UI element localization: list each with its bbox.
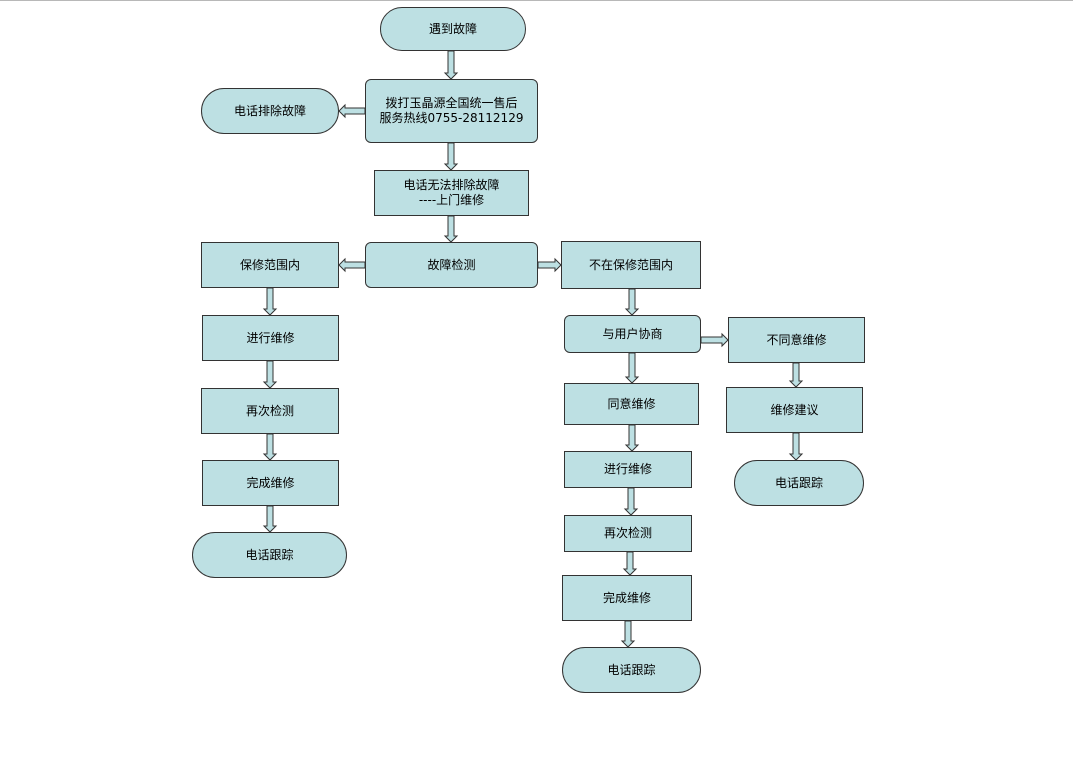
- node-start-label: 遇到故障: [428, 21, 477, 36]
- node-suggestion: 维修建议: [726, 387, 863, 433]
- arrow-in-warranty-to-repair: [262, 287, 278, 316]
- arrow-out-warranty-to-negotiate: [624, 288, 640, 316]
- node-left-recheck-label: 再次检测: [245, 403, 294, 418]
- arrow-check-to-in-warranty: [338, 257, 366, 273]
- node-mid-repair: 进行维修: [564, 451, 692, 488]
- node-mid-complete: 完成维修: [562, 575, 692, 621]
- node-negotiate: 与用户协商: [564, 315, 701, 353]
- top-divider: [0, 0, 1073, 1]
- node-left-complete-label: 完成维修: [246, 475, 295, 490]
- node-mid-repair-label: 进行维修: [603, 462, 652, 476]
- arrow-check-to-out-warranty: [537, 257, 562, 273]
- node-disagree-label: 不同意维修: [766, 332, 827, 347]
- node-fault-check-label: 故障检测: [427, 257, 476, 272]
- node-negotiate-label: 与用户协商: [602, 326, 663, 341]
- node-fault-check: 故障检测: [365, 242, 538, 288]
- node-phone-resolve: 电话排除故障: [201, 88, 339, 134]
- node-left-repair-label: 进行维修: [246, 330, 295, 345]
- node-right-followup-label: 电话跟踪: [774, 475, 823, 490]
- node-left-complete: 完成维修: [202, 460, 339, 506]
- arrow-mid-repair-to-recheck: [623, 487, 639, 516]
- node-mid-recheck-label: 再次检测: [603, 526, 652, 540]
- node-left-followup-label: 电话跟踪: [245, 547, 294, 562]
- node-mid-followup-label: 电话跟踪: [607, 662, 656, 677]
- node-onsite-repair: 电话无法排除故障 ----上门维修: [374, 170, 529, 216]
- arrow-start-to-hotline: [443, 50, 459, 80]
- node-agree: 同意维修: [564, 383, 699, 425]
- node-call-hotline-label: 拨打玉晶源全国统一售后 服务热线0755-28112129: [379, 96, 524, 125]
- node-mid-recheck: 再次检测: [564, 515, 692, 552]
- node-out-warranty: 不在保修范围内: [561, 241, 701, 289]
- arrow-left-recheck-to-complete: [262, 433, 278, 461]
- node-onsite-repair-label: 电话无法排除故障 ----上门维修: [403, 178, 500, 207]
- arrow-negotiate-to-disagree: [700, 332, 729, 348]
- arrow-onsite-to-check: [443, 215, 459, 243]
- node-left-repair: 进行维修: [202, 315, 339, 361]
- arrow-left-complete-to-followup: [262, 505, 278, 533]
- arrow-agree-to-mid-repair: [624, 424, 640, 452]
- node-suggestion-label: 维修建议: [770, 402, 819, 417]
- node-disagree: 不同意维修: [728, 317, 865, 363]
- arrow-left-repair-to-recheck: [262, 360, 278, 389]
- node-agree-label: 同意维修: [607, 396, 656, 411]
- node-mid-followup: 电话跟踪: [562, 647, 701, 693]
- node-left-followup: 电话跟踪: [192, 532, 347, 578]
- node-right-followup: 电话跟踪: [734, 460, 864, 506]
- node-call-hotline: 拨打玉晶源全国统一售后 服务热线0755-28112129: [365, 79, 538, 143]
- node-in-warranty: 保修范围内: [201, 242, 339, 288]
- node-in-warranty-label: 保修范围内: [239, 257, 300, 272]
- node-start: 遇到故障: [380, 7, 526, 51]
- arrow-mid-recheck-to-complete: [622, 551, 638, 576]
- arrow-disagree-to-suggestion: [788, 362, 804, 388]
- node-out-warranty-label: 不在保修范围内: [588, 257, 673, 272]
- arrow-mid-complete-to-followup: [620, 620, 636, 648]
- node-left-recheck: 再次检测: [201, 388, 339, 434]
- node-phone-resolve-label: 电话排除故障: [233, 103, 306, 118]
- arrow-suggestion-to-followup: [788, 432, 804, 461]
- arrow-hotline-to-onsite: [443, 142, 459, 171]
- node-mid-complete-label: 完成维修: [602, 590, 651, 605]
- arrow-hotline-to-phone-resolve: [338, 103, 366, 119]
- arrow-negotiate-to-agree: [624, 352, 640, 384]
